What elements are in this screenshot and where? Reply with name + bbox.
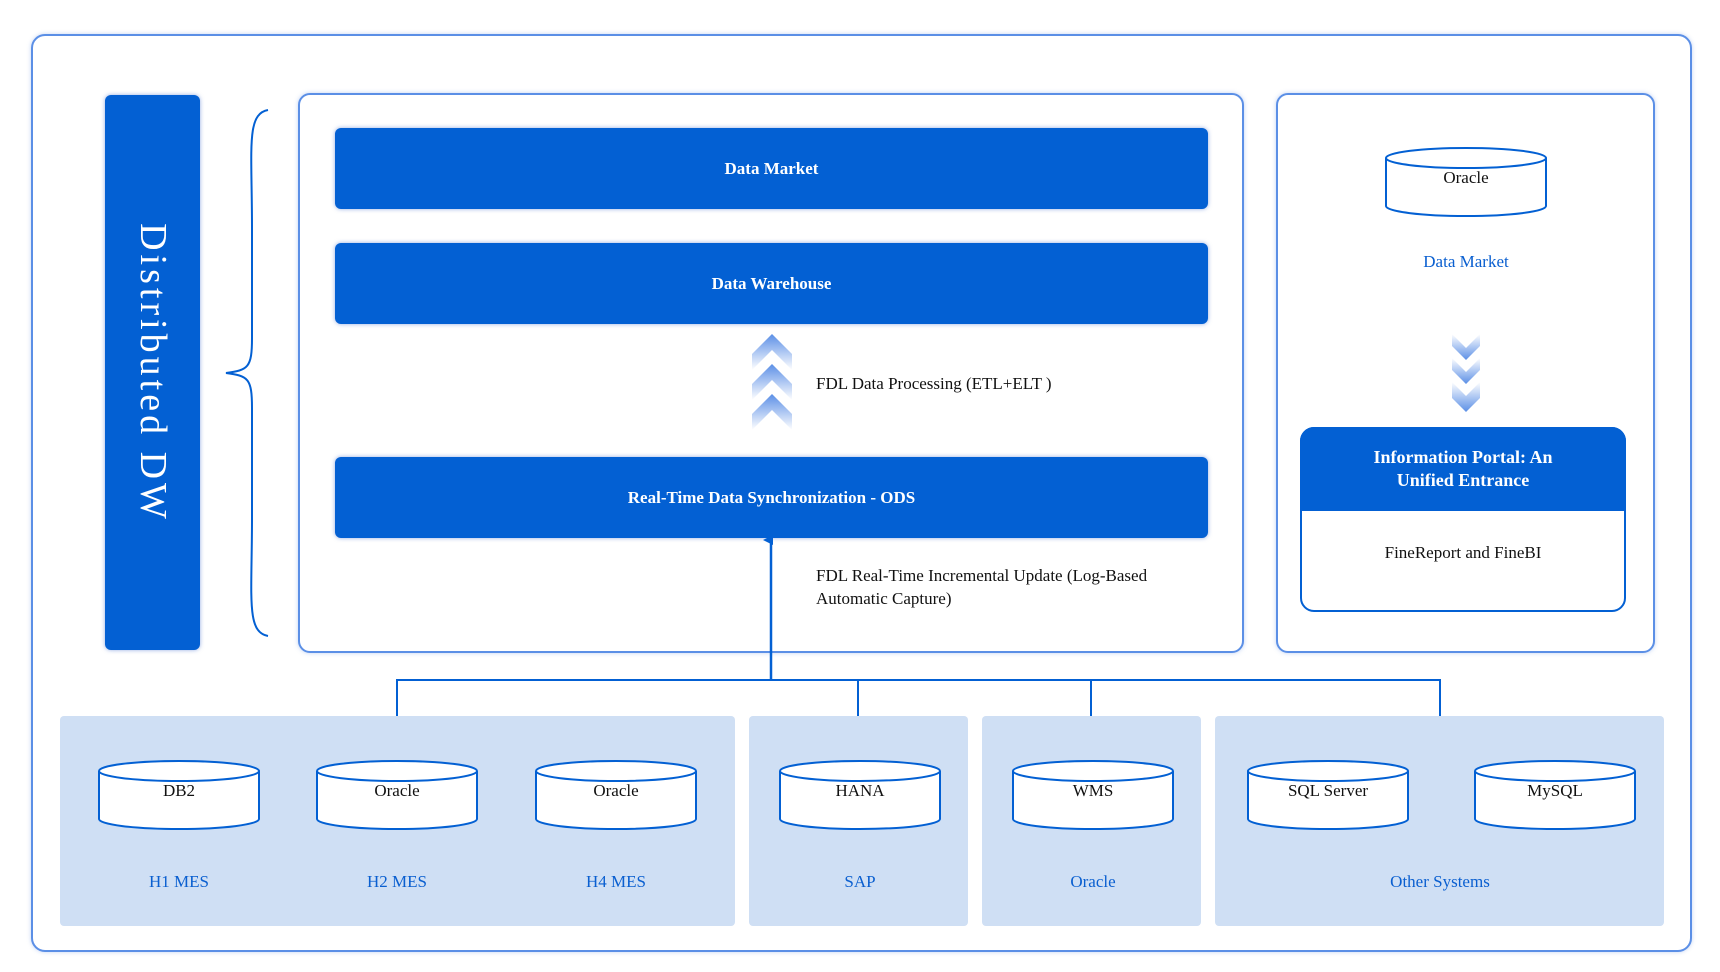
database-icon bbox=[98, 760, 260, 830]
other-systems-label: Other Systems bbox=[1390, 872, 1490, 891]
processing-label: FDL Data Processing (ETL+ELT ) bbox=[816, 374, 1052, 393]
oracle-data-market-cylinder: Oracle bbox=[1384, 146, 1548, 218]
curly-brace-icon bbox=[225, 109, 269, 637]
information-portal-header: Information Portal: An Unified Entrance bbox=[1300, 427, 1626, 511]
source-db-label: HANA bbox=[835, 781, 885, 800]
distributed-dw-bar: Distributed DW bbox=[105, 95, 200, 650]
source-db-label: DB2 bbox=[162, 781, 196, 800]
data-warehouse-label: Data Warehouse bbox=[711, 274, 832, 293]
data-market-bar: Data Market bbox=[335, 128, 1208, 209]
source-db-label: MySQL bbox=[1527, 781, 1583, 800]
chevron-down-arrows-icon bbox=[1452, 334, 1480, 412]
source-db-label: SQL Server bbox=[1287, 781, 1369, 800]
source-cylinder-wms: WMS bbox=[1011, 759, 1175, 831]
database-icon bbox=[1247, 760, 1409, 830]
source-system-label: SAP bbox=[844, 872, 876, 891]
ods-label: Real-Time Data Synchronization - ODS bbox=[627, 488, 916, 507]
portal-title: Information Portal: An Unified Entrance bbox=[1373, 447, 1553, 490]
data-market-label: Data Market bbox=[724, 159, 819, 178]
source-cylinder-db2: DB2 bbox=[97, 759, 261, 831]
portal-body: FineReport and FineBI bbox=[1384, 543, 1542, 562]
chevron-up-arrows-icon bbox=[752, 334, 792, 430]
source-system-label: Oracle bbox=[1070, 872, 1116, 891]
data-market-caption: Data Market bbox=[1423, 252, 1509, 271]
oracle-db-label: Oracle bbox=[1443, 168, 1489, 187]
incremental-update-label: FDL Real-Time Incremental Update (Log-Ba… bbox=[816, 566, 1148, 608]
source-cylinder-oracle-h4: Oracle bbox=[534, 759, 698, 831]
source-system-label: H1 MES bbox=[149, 872, 209, 891]
source-db-label: WMS bbox=[1072, 781, 1114, 800]
database-icon bbox=[316, 760, 478, 830]
database-icon bbox=[1474, 760, 1636, 830]
data-warehouse-bar: Data Warehouse bbox=[335, 243, 1208, 324]
source-cylinder-hana: HANA bbox=[778, 759, 942, 831]
database-icon bbox=[535, 760, 697, 830]
source-cylinder-sql-server: SQL Server bbox=[1246, 759, 1410, 831]
database-icon bbox=[1012, 760, 1174, 830]
source-db-label: Oracle bbox=[374, 781, 420, 800]
ods-bar: Real-Time Data Synchronization - ODS bbox=[335, 457, 1208, 538]
database-icon bbox=[1385, 147, 1547, 217]
source-system-label: H4 MES bbox=[586, 872, 646, 891]
source-cylinder-oracle-h2: Oracle bbox=[315, 759, 479, 831]
source-cylinder-mysql: MySQL bbox=[1473, 759, 1637, 831]
source-db-label: Oracle bbox=[593, 781, 639, 800]
database-icon bbox=[779, 760, 941, 830]
source-system-label: H2 MES bbox=[367, 872, 427, 891]
